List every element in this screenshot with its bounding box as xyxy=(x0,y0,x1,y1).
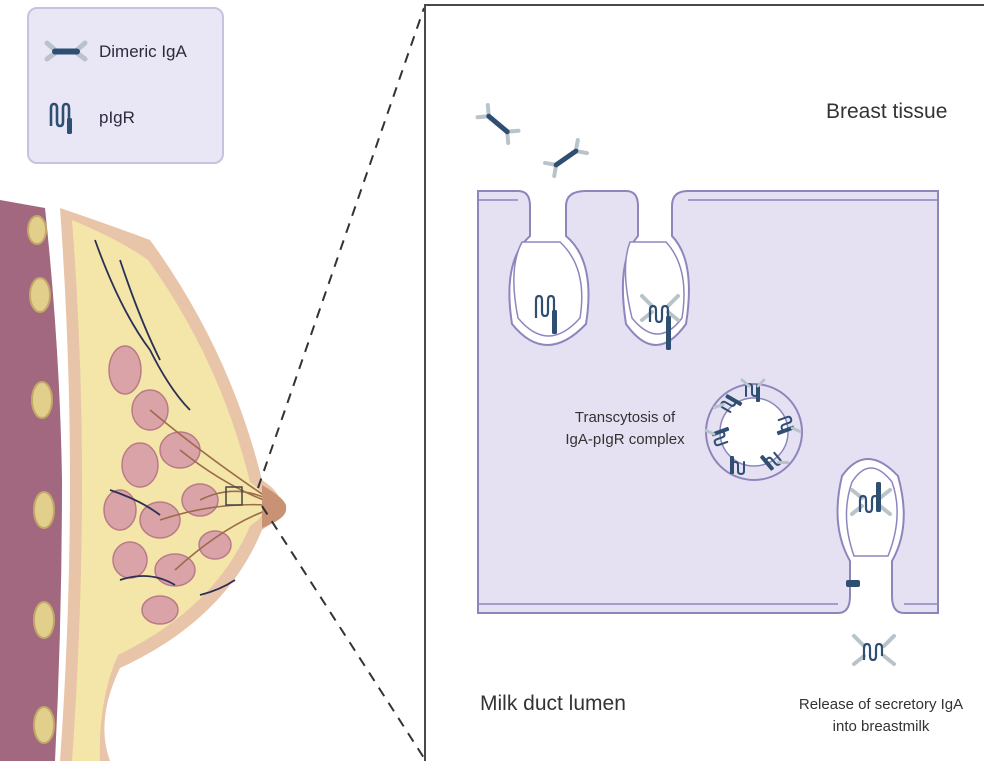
dimeric-iga-free-1 xyxy=(478,105,519,143)
transcytosis-label-line1: Transcytosis of xyxy=(550,407,700,429)
secretory-iga-released xyxy=(854,636,894,664)
legend-label-pigr: pIgR xyxy=(99,108,135,128)
release-label-line2: into breastmilk xyxy=(786,716,976,738)
release-label: Release of secretory IgA into breastmilk xyxy=(786,694,976,738)
legend-item-dimeric-iga: Dimeric IgA xyxy=(43,34,187,70)
legend-item-pigr: pIgR xyxy=(43,100,135,136)
fatty-tissue xyxy=(72,220,266,761)
pigr-icon xyxy=(43,100,89,136)
dimeric-iga-icon xyxy=(43,34,89,70)
transcytosis-label: Transcytosis of IgA-pIgR complex xyxy=(550,407,700,451)
dimeric-iga-free-2 xyxy=(545,140,587,176)
breast-cross-section-illustration xyxy=(0,200,300,761)
transcytosis-label-line2: IgA-pIgR complex xyxy=(550,429,700,451)
milk-duct-lumen-label: Milk duct lumen xyxy=(480,692,626,716)
legend-label-dimeric-iga: Dimeric IgA xyxy=(99,42,187,62)
release-label-line1: Release of secretory IgA xyxy=(786,694,976,716)
cleaved-pigr-stalk xyxy=(846,580,860,587)
legend-box: Dimeric IgA pIgR xyxy=(27,7,224,164)
breast-tissue-label: Breast tissue xyxy=(826,100,947,124)
zoomed-panel: Breast tissue Transcytosis of IgA-pIgR c… xyxy=(424,4,984,761)
chest-wall-muscle xyxy=(0,200,62,761)
